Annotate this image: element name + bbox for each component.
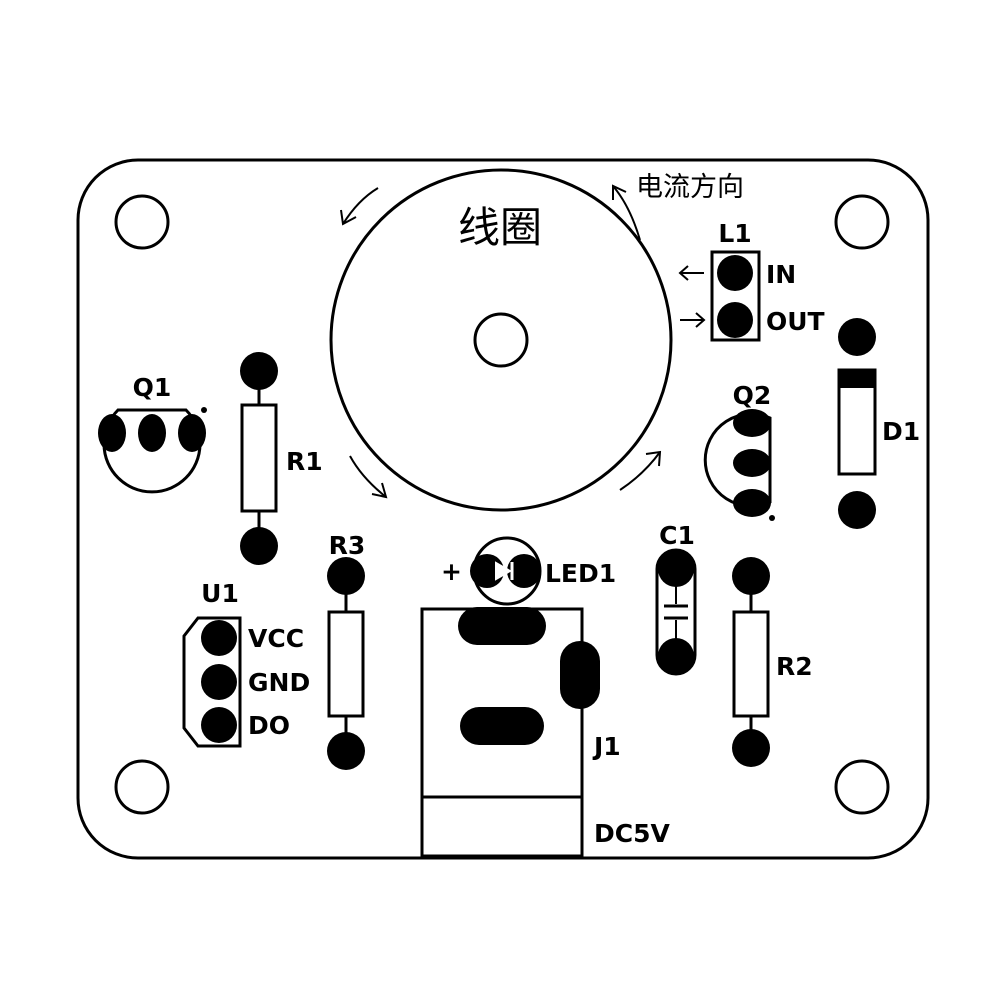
r3-ref-label: R3 bbox=[329, 531, 366, 560]
arrow-bottom-left-head bbox=[371, 482, 388, 499]
led1-pad-right bbox=[507, 554, 541, 588]
d1-diode: D1 bbox=[837, 318, 920, 529]
l1-connector: L1 IN OUT bbox=[678, 219, 825, 342]
coil-direction-arrows bbox=[340, 184, 662, 499]
r1-resistor: R1 bbox=[240, 352, 323, 565]
l1-in-label: IN bbox=[766, 260, 796, 289]
mounting-hole-bottom-right bbox=[834, 759, 890, 815]
u1-do-label: DO bbox=[248, 711, 290, 740]
j1-dc-jack: J1 DC5V bbox=[420, 607, 670, 858]
q1-ref-label: Q1 bbox=[133, 373, 172, 402]
l1-out-label: OUT bbox=[766, 307, 825, 336]
r2-pad-top bbox=[732, 557, 770, 595]
u1-ref-label: U1 bbox=[201, 579, 239, 608]
q2-pad-1 bbox=[733, 409, 771, 437]
d1-pad-bottom bbox=[838, 491, 876, 529]
d1-ref-label: D1 bbox=[882, 417, 920, 446]
coil: 线圈 电流方向 bbox=[329, 168, 744, 512]
d1-cathode-band bbox=[839, 370, 875, 388]
arrow-top-left bbox=[342, 187, 379, 225]
q2-pin1-dot bbox=[769, 515, 775, 521]
q1-pad-1 bbox=[98, 414, 126, 452]
arrow-bottom-right bbox=[619, 451, 661, 491]
c1-capacitor: C1 bbox=[655, 521, 697, 676]
mounting-hole-bottom-left bbox=[114, 759, 170, 815]
l1-in-arrow-icon bbox=[678, 265, 704, 281]
r1-ref-label: R1 bbox=[286, 447, 323, 476]
r1-pad-top bbox=[240, 352, 278, 390]
u1-sensor: U1 VCC GND DO bbox=[182, 579, 310, 748]
u1-outline bbox=[182, 616, 242, 748]
q2-pad-3 bbox=[733, 489, 771, 517]
led1-polarity-label: + bbox=[441, 557, 462, 586]
r2-body bbox=[732, 610, 770, 718]
coil-ring bbox=[329, 168, 673, 512]
q2-pad-2 bbox=[733, 449, 771, 477]
coil-label: 线圈 bbox=[458, 203, 542, 252]
r3-pad-top bbox=[327, 557, 365, 595]
mounting-hole-top-right bbox=[834, 194, 890, 250]
c1-ref-label: C1 bbox=[659, 521, 695, 550]
r1-pad-bottom bbox=[240, 527, 278, 565]
q1-transistor: Q1 bbox=[98, 373, 207, 494]
j1-ref-label: J1 bbox=[592, 732, 621, 761]
led1: + LED1 bbox=[441, 536, 616, 606]
d1-pad-top bbox=[838, 318, 876, 356]
arrow-bottom-left bbox=[349, 455, 387, 498]
led1-ref-label: LED1 bbox=[545, 559, 616, 588]
l1-outline bbox=[710, 250, 761, 342]
r3-resistor: R3 bbox=[327, 531, 365, 770]
current-direction-label: 电流方向 bbox=[636, 172, 744, 203]
q1-pad-3 bbox=[178, 414, 206, 452]
u1-pad-gnd bbox=[201, 664, 237, 700]
u1-pad-do bbox=[201, 707, 237, 743]
l1-out-arrow-icon bbox=[680, 312, 706, 328]
led1-diode-icon bbox=[495, 561, 513, 581]
r2-resistor: R2 bbox=[732, 557, 813, 767]
j1-voltage-label: DC5V bbox=[594, 819, 670, 848]
j1-pad-middle bbox=[460, 707, 544, 745]
u1-pad-vcc bbox=[201, 620, 237, 656]
r2-pad-bottom bbox=[732, 729, 770, 767]
c1-pad-top bbox=[658, 551, 694, 587]
l1-ref-label: L1 bbox=[718, 219, 751, 248]
c1-pad-bottom bbox=[658, 638, 694, 674]
mounting-hole-top-left bbox=[114, 194, 170, 250]
arrow-top-right-head bbox=[612, 184, 627, 200]
l1-pad-out bbox=[717, 302, 753, 338]
arrow-top-right bbox=[612, 185, 641, 241]
arrow-bottom-right-head bbox=[645, 450, 662, 467]
l1-pad-in bbox=[717, 255, 753, 291]
j1-pad-top bbox=[458, 607, 546, 645]
r2-ref-label: R2 bbox=[776, 652, 813, 681]
u1-vcc-label: VCC bbox=[248, 624, 304, 653]
q1-pin1-dot bbox=[201, 407, 207, 413]
u1-gnd-label: GND bbox=[248, 668, 310, 697]
board-outline bbox=[76, 158, 930, 860]
q2-ref-label: Q2 bbox=[733, 381, 772, 410]
r1-body bbox=[240, 403, 278, 513]
q2-transistor: Q2 bbox=[703, 381, 775, 521]
r3-pad-bottom bbox=[327, 732, 365, 770]
q1-pad-2 bbox=[138, 414, 166, 452]
j1-pad-side bbox=[560, 641, 600, 709]
arrow-top-left-head bbox=[340, 209, 357, 226]
coil-center-hole bbox=[473, 312, 529, 368]
r3-body bbox=[327, 610, 365, 718]
